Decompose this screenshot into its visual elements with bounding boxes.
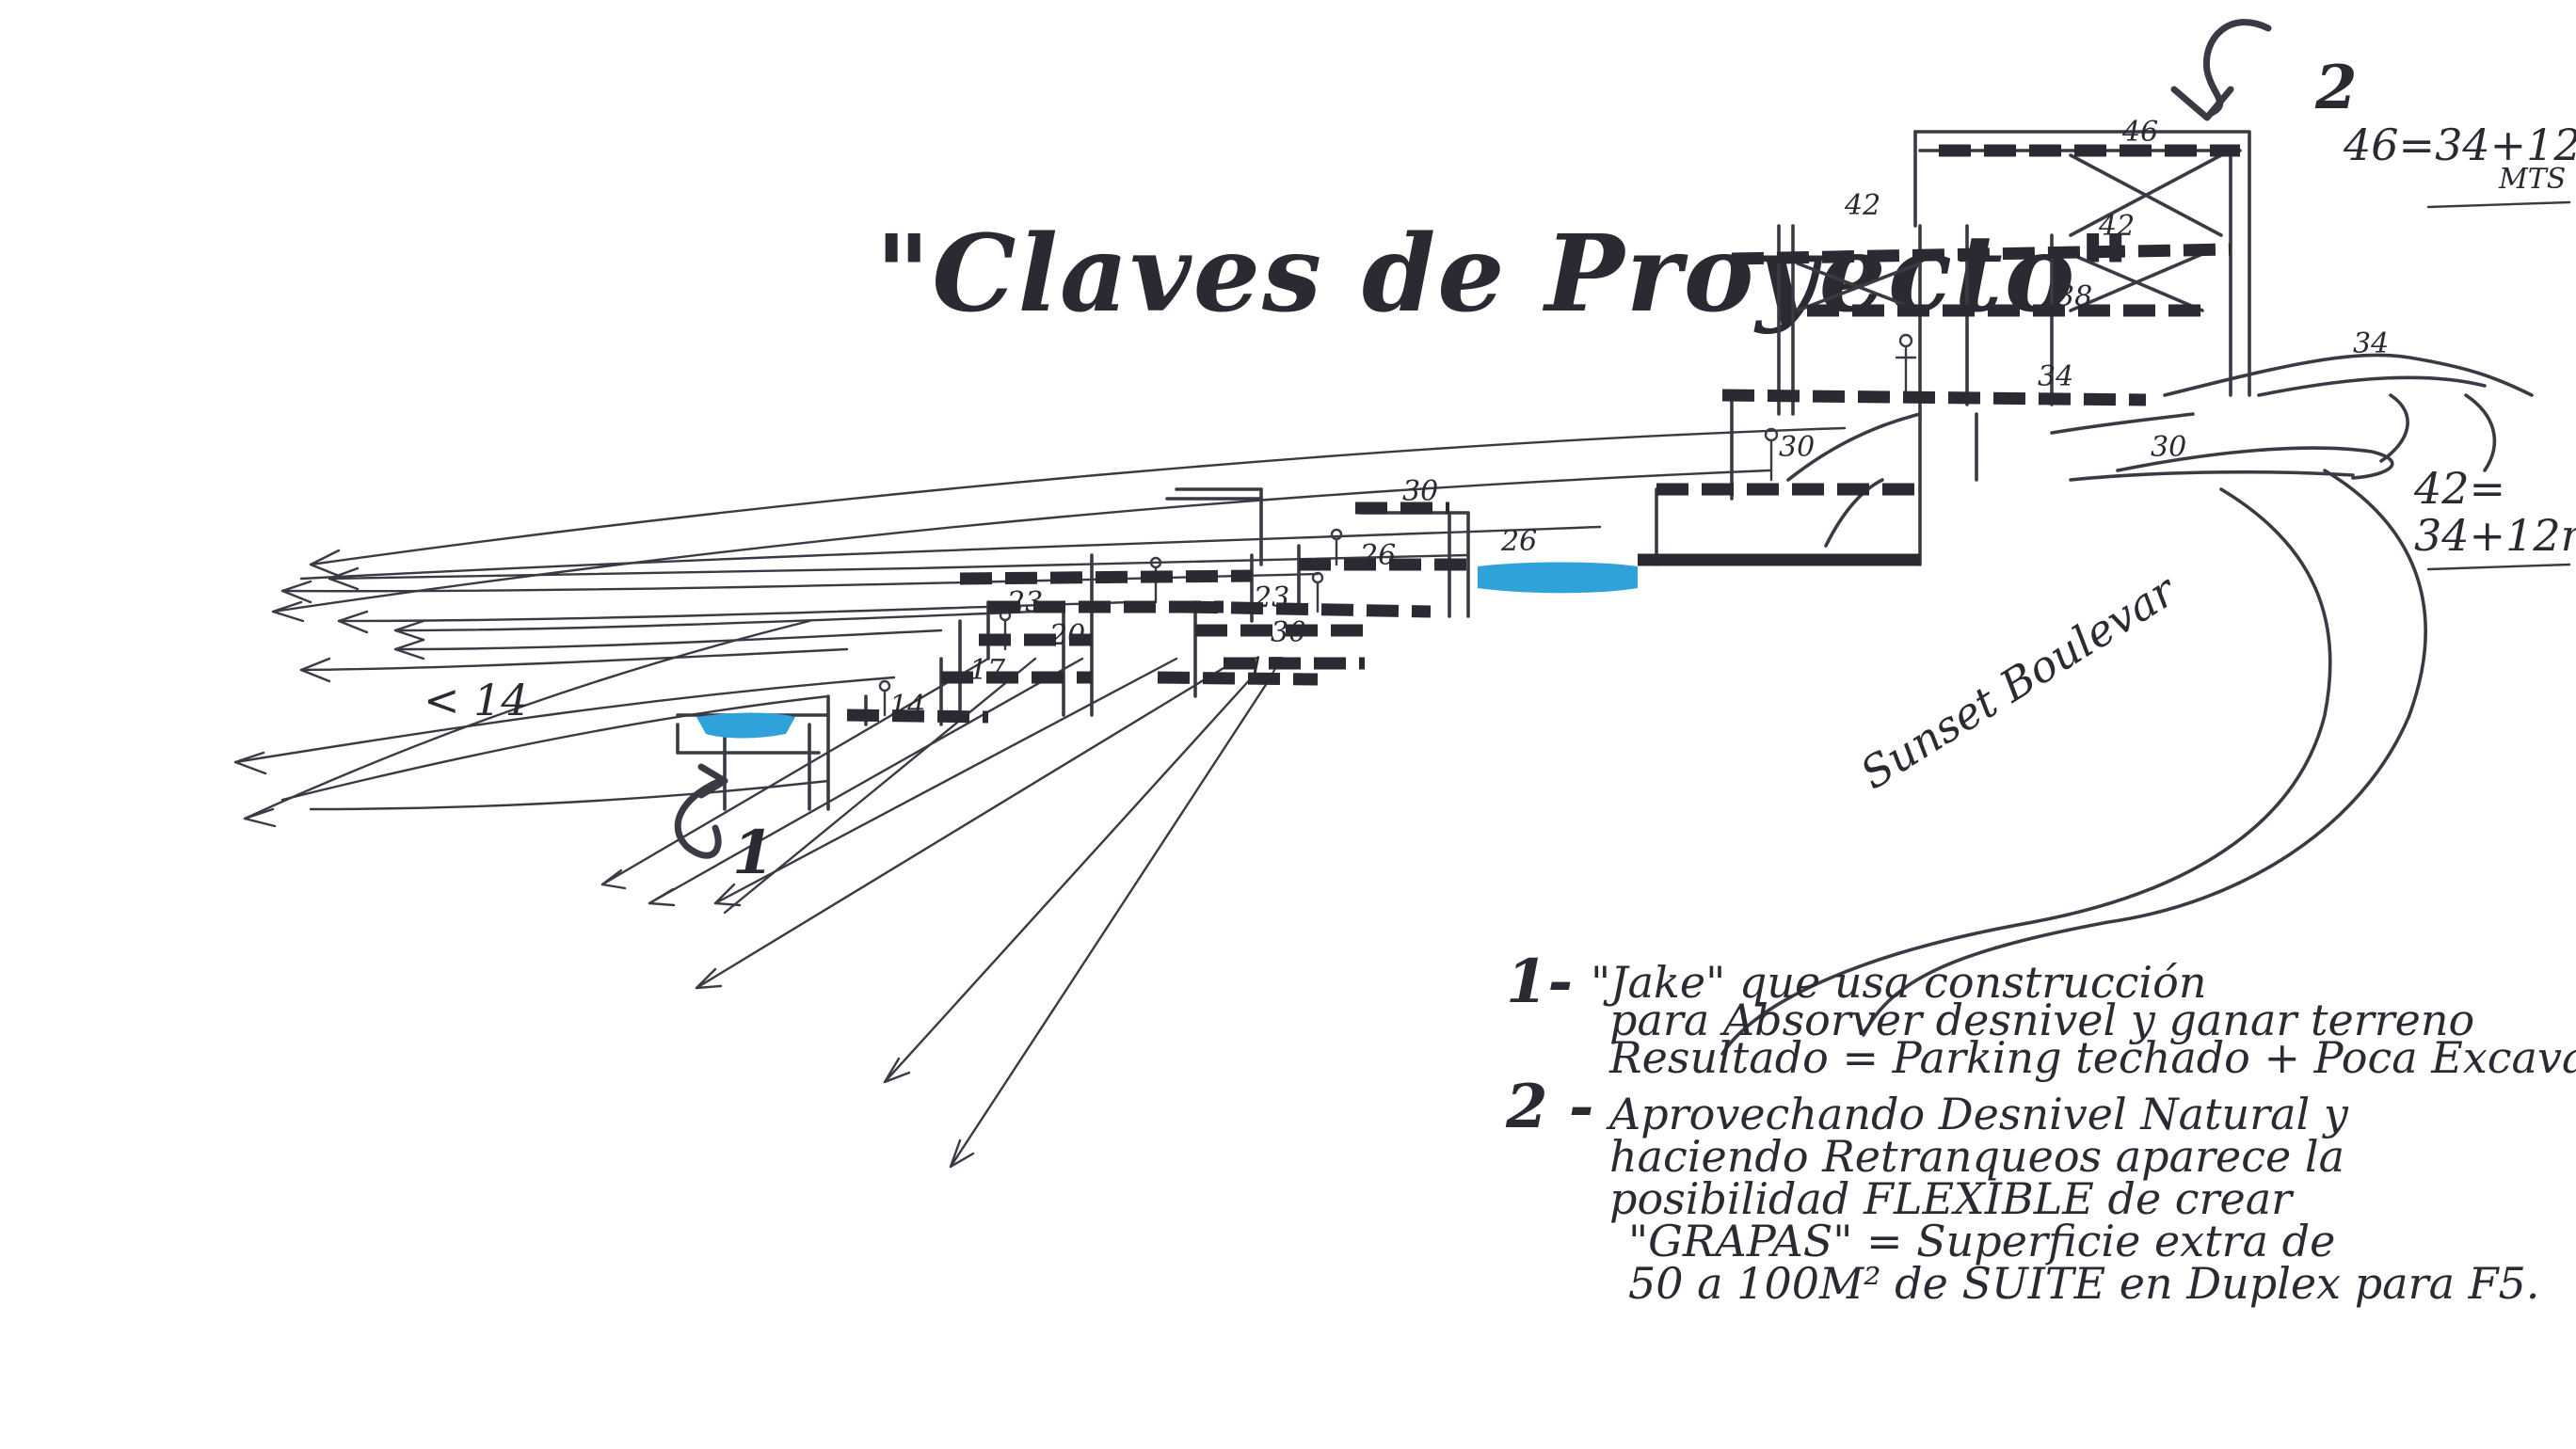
level-14-left: < 14 (424, 675, 529, 725)
level-38: 38 (2056, 280, 2092, 313)
level-17-b: 17 (1247, 652, 1284, 685)
formula-42-b: 34+12mts (2414, 510, 2576, 561)
note-2-line-4: "GRAPAS" = Superficie extra de (1628, 1216, 2335, 1266)
note-1-number: 1- (1506, 947, 1573, 1017)
level-26-b: 26 (1359, 539, 1396, 572)
callout-arrow-1 (674, 763, 728, 859)
note-2-line-1: Aprovechando Desnivel Natural y (1606, 1089, 2349, 1139)
note-2-number: 2 - (1505, 1072, 1593, 1142)
note-2-line-5: 50 a 100M² de SUITE en Duplex para F5. (1628, 1258, 2539, 1309)
level-30-mid: 30 (1402, 475, 1438, 508)
descending-view-lines (600, 657, 1272, 1169)
road (1720, 469, 2427, 1056)
terrain (2050, 353, 2534, 482)
callout-number-1: 1 (732, 818, 775, 888)
sketch-title: "Claves de Proyecto" (875, 213, 2134, 336)
callout-arrow-2 (2170, 19, 2272, 121)
level-23-b: 23 (1253, 581, 1289, 614)
level-34: 34 (2038, 360, 2073, 393)
lower-pool (696, 712, 795, 739)
level-30-low: 30 (1271, 616, 1306, 649)
note-1-line-1: "Jake" que usa construcción (1591, 957, 2206, 1008)
upper-slabs (1656, 144, 2240, 566)
upper-building (1655, 130, 2251, 566)
note-1-line-2: para Absorver desnivel y ganar terreno (1609, 995, 2474, 1045)
height-formulas: 46=34+12 MTS 42= 34+12mts (2343, 119, 2576, 571)
level-23-a: 23 (1006, 586, 1043, 619)
level-17-a: 17 (969, 654, 1006, 687)
level-46: 46 (2121, 116, 2158, 149)
notes-block: 1- "Jake" que usa construcción para Abso… (1505, 947, 2576, 1309)
level-14: 14 (889, 690, 925, 723)
formula-46: 46=34+12 (2343, 119, 2576, 170)
people-figures (1764, 333, 1917, 482)
note-2-line-3: posibilidad FLEXIBLE de crear (1609, 1173, 2295, 1224)
level-labels: 46 42 42 38 34 34 30 30 30 26 26 23 23 2… (424, 116, 2389, 725)
level-20: 20 (1048, 619, 1085, 652)
view-lines (233, 426, 1847, 828)
formula-46-unit: MTS (2498, 163, 2566, 196)
road-label: Sunset Boulevar (1851, 564, 2186, 799)
note-1-line-3: Resultado = Parking techado + Poca Excav… (1608, 1032, 2576, 1083)
level-30-right: 30 (2151, 431, 2186, 464)
formula-42: 42= (2413, 463, 2505, 514)
level-42-left: 42 (1844, 189, 1880, 222)
note-2-line-2: haciendo Retranqueos aparece la (1609, 1131, 2344, 1182)
level-34-right: 34 (2353, 327, 2389, 360)
lower-slabs (846, 502, 1920, 724)
upper-pool (1478, 562, 1638, 594)
level-26: 26 (1500, 525, 1537, 558)
level-30-stair: 30 (1779, 431, 1815, 464)
callout-number-2: 2 (2314, 53, 2358, 123)
level-42-right: 42 (2098, 210, 2135, 243)
